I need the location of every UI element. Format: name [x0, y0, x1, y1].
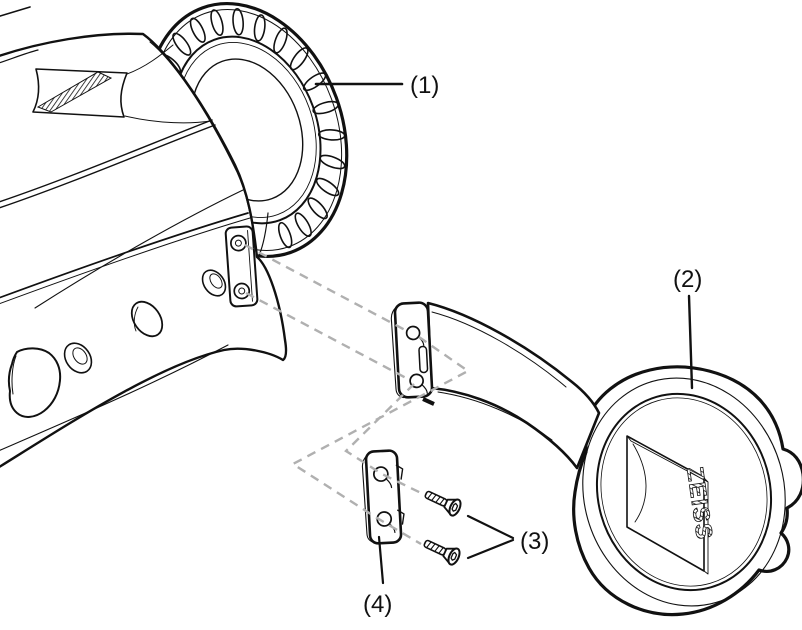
underside-hole-large-inner [133, 306, 139, 332]
clamp-plate-outline [364, 449, 403, 545]
ring-rib [210, 9, 224, 36]
screw-2 [423, 539, 461, 566]
tripod-cover-inner-line [11, 355, 17, 395]
alignment-dashed-lines [244, 243, 471, 546]
clamp-hole-top-tail [385, 478, 393, 489]
ring-rib [307, 197, 328, 220]
ring-rib [172, 32, 192, 56]
cap-logo-panel: ZEISS [626, 435, 718, 575]
clamp-plate-thickness [361, 454, 375, 544]
bracket-center-slot [418, 345, 429, 374]
callout-label-1: (1) [410, 72, 439, 99]
device-mount-plate [224, 225, 259, 308]
cap-logo-panel-crease [632, 443, 647, 523]
ring-rib [315, 177, 340, 197]
screws [423, 490, 462, 566]
logo-panel-line-lower [124, 115, 212, 124]
clamp-hole-top [372, 466, 389, 482]
cap-strap-arm [426, 301, 601, 470]
bracket-hole-bottom [409, 373, 424, 389]
screw-1-hex-socket [451, 502, 459, 512]
bracket-outline [393, 301, 434, 399]
cap-face-edge-line2 [600, 397, 768, 587]
clamp-plate-side-tabs [395, 464, 405, 525]
callout-label-3: (3) [520, 528, 549, 555]
cap-rim-inner-line [582, 377, 786, 607]
mount-plate-edge-line [247, 230, 253, 302]
body-logo-panel [32, 44, 212, 124]
arm-bottom-highlight [437, 391, 553, 441]
zeiss-wordmark-band [36, 71, 113, 113]
mount-plate-outline [224, 225, 259, 308]
body-top-ridge [0, 6, 31, 17]
ring-rib [312, 100, 340, 115]
cone-front-highlight [257, 212, 269, 259]
screw-1-head-face [448, 498, 462, 517]
device-screw-1-socket [234, 239, 242, 247]
body-bottom-seam [0, 344, 229, 451]
arm-top-highlight [431, 311, 567, 388]
underside-hole-small-inner [72, 347, 88, 365]
callouts: (1) (2) (3) (4) [314, 72, 702, 618]
cone-boundary-line [149, 41, 257, 253]
callout-label-2: (2) [673, 266, 702, 293]
dash-bracket-to-clamp-outer [290, 336, 471, 546]
body-seam-2 [34, 189, 244, 309]
device-screw-1 [230, 234, 247, 252]
ring-rib [232, 8, 244, 36]
bracket-hole-top [405, 325, 421, 341]
body-seam-1a [0, 119, 213, 203]
cap-face-edge [595, 392, 773, 592]
leader-line-4 [377, 535, 385, 585]
underside-hole-small [63, 342, 93, 374]
device-screw-2 [233, 282, 251, 300]
cap-bracket [390, 301, 435, 406]
screw-1 [424, 490, 462, 517]
body-seam-1b [0, 124, 216, 209]
ring-rib [277, 221, 293, 249]
lens-cap-assembly: ZEISS [426, 301, 802, 617]
body-silhouette [0, 32, 288, 468]
bracket-hole-bottom-tail [421, 383, 428, 394]
ring-rib [317, 129, 346, 141]
ring-rib [253, 14, 266, 42]
leader-line-2 [687, 294, 694, 390]
front-hole-small [201, 269, 227, 297]
screw-2-head-face [447, 547, 461, 566]
callout-label-4: (4) [363, 591, 392, 618]
body-underside-holes [7, 269, 227, 418]
tripod-cover-cutout [7, 347, 62, 418]
cap-logo-panel-thickness [626, 435, 709, 575]
bracket-bottom-shadow [422, 397, 435, 406]
body-seam-3b [0, 217, 251, 305]
body-top-edge-line2 [0, 49, 39, 64]
underside-hole-large [130, 300, 164, 338]
logo-panel-outline [32, 68, 128, 118]
ring-rib [302, 72, 327, 92]
clamp-plate [361, 449, 405, 545]
screw-2-hex-socket [450, 551, 458, 561]
ring-rib [294, 212, 312, 237]
device-screw-2-socket [238, 287, 246, 295]
leader-line-3 [466, 514, 515, 560]
logo-panel-line-right [126, 44, 174, 75]
device-body [0, 6, 288, 468]
dash-bracket-to-clamp-inner [344, 383, 422, 495]
body-seam-3a [0, 212, 249, 299]
ring-rib [189, 17, 206, 43]
front-hole-small-inner [209, 273, 223, 289]
